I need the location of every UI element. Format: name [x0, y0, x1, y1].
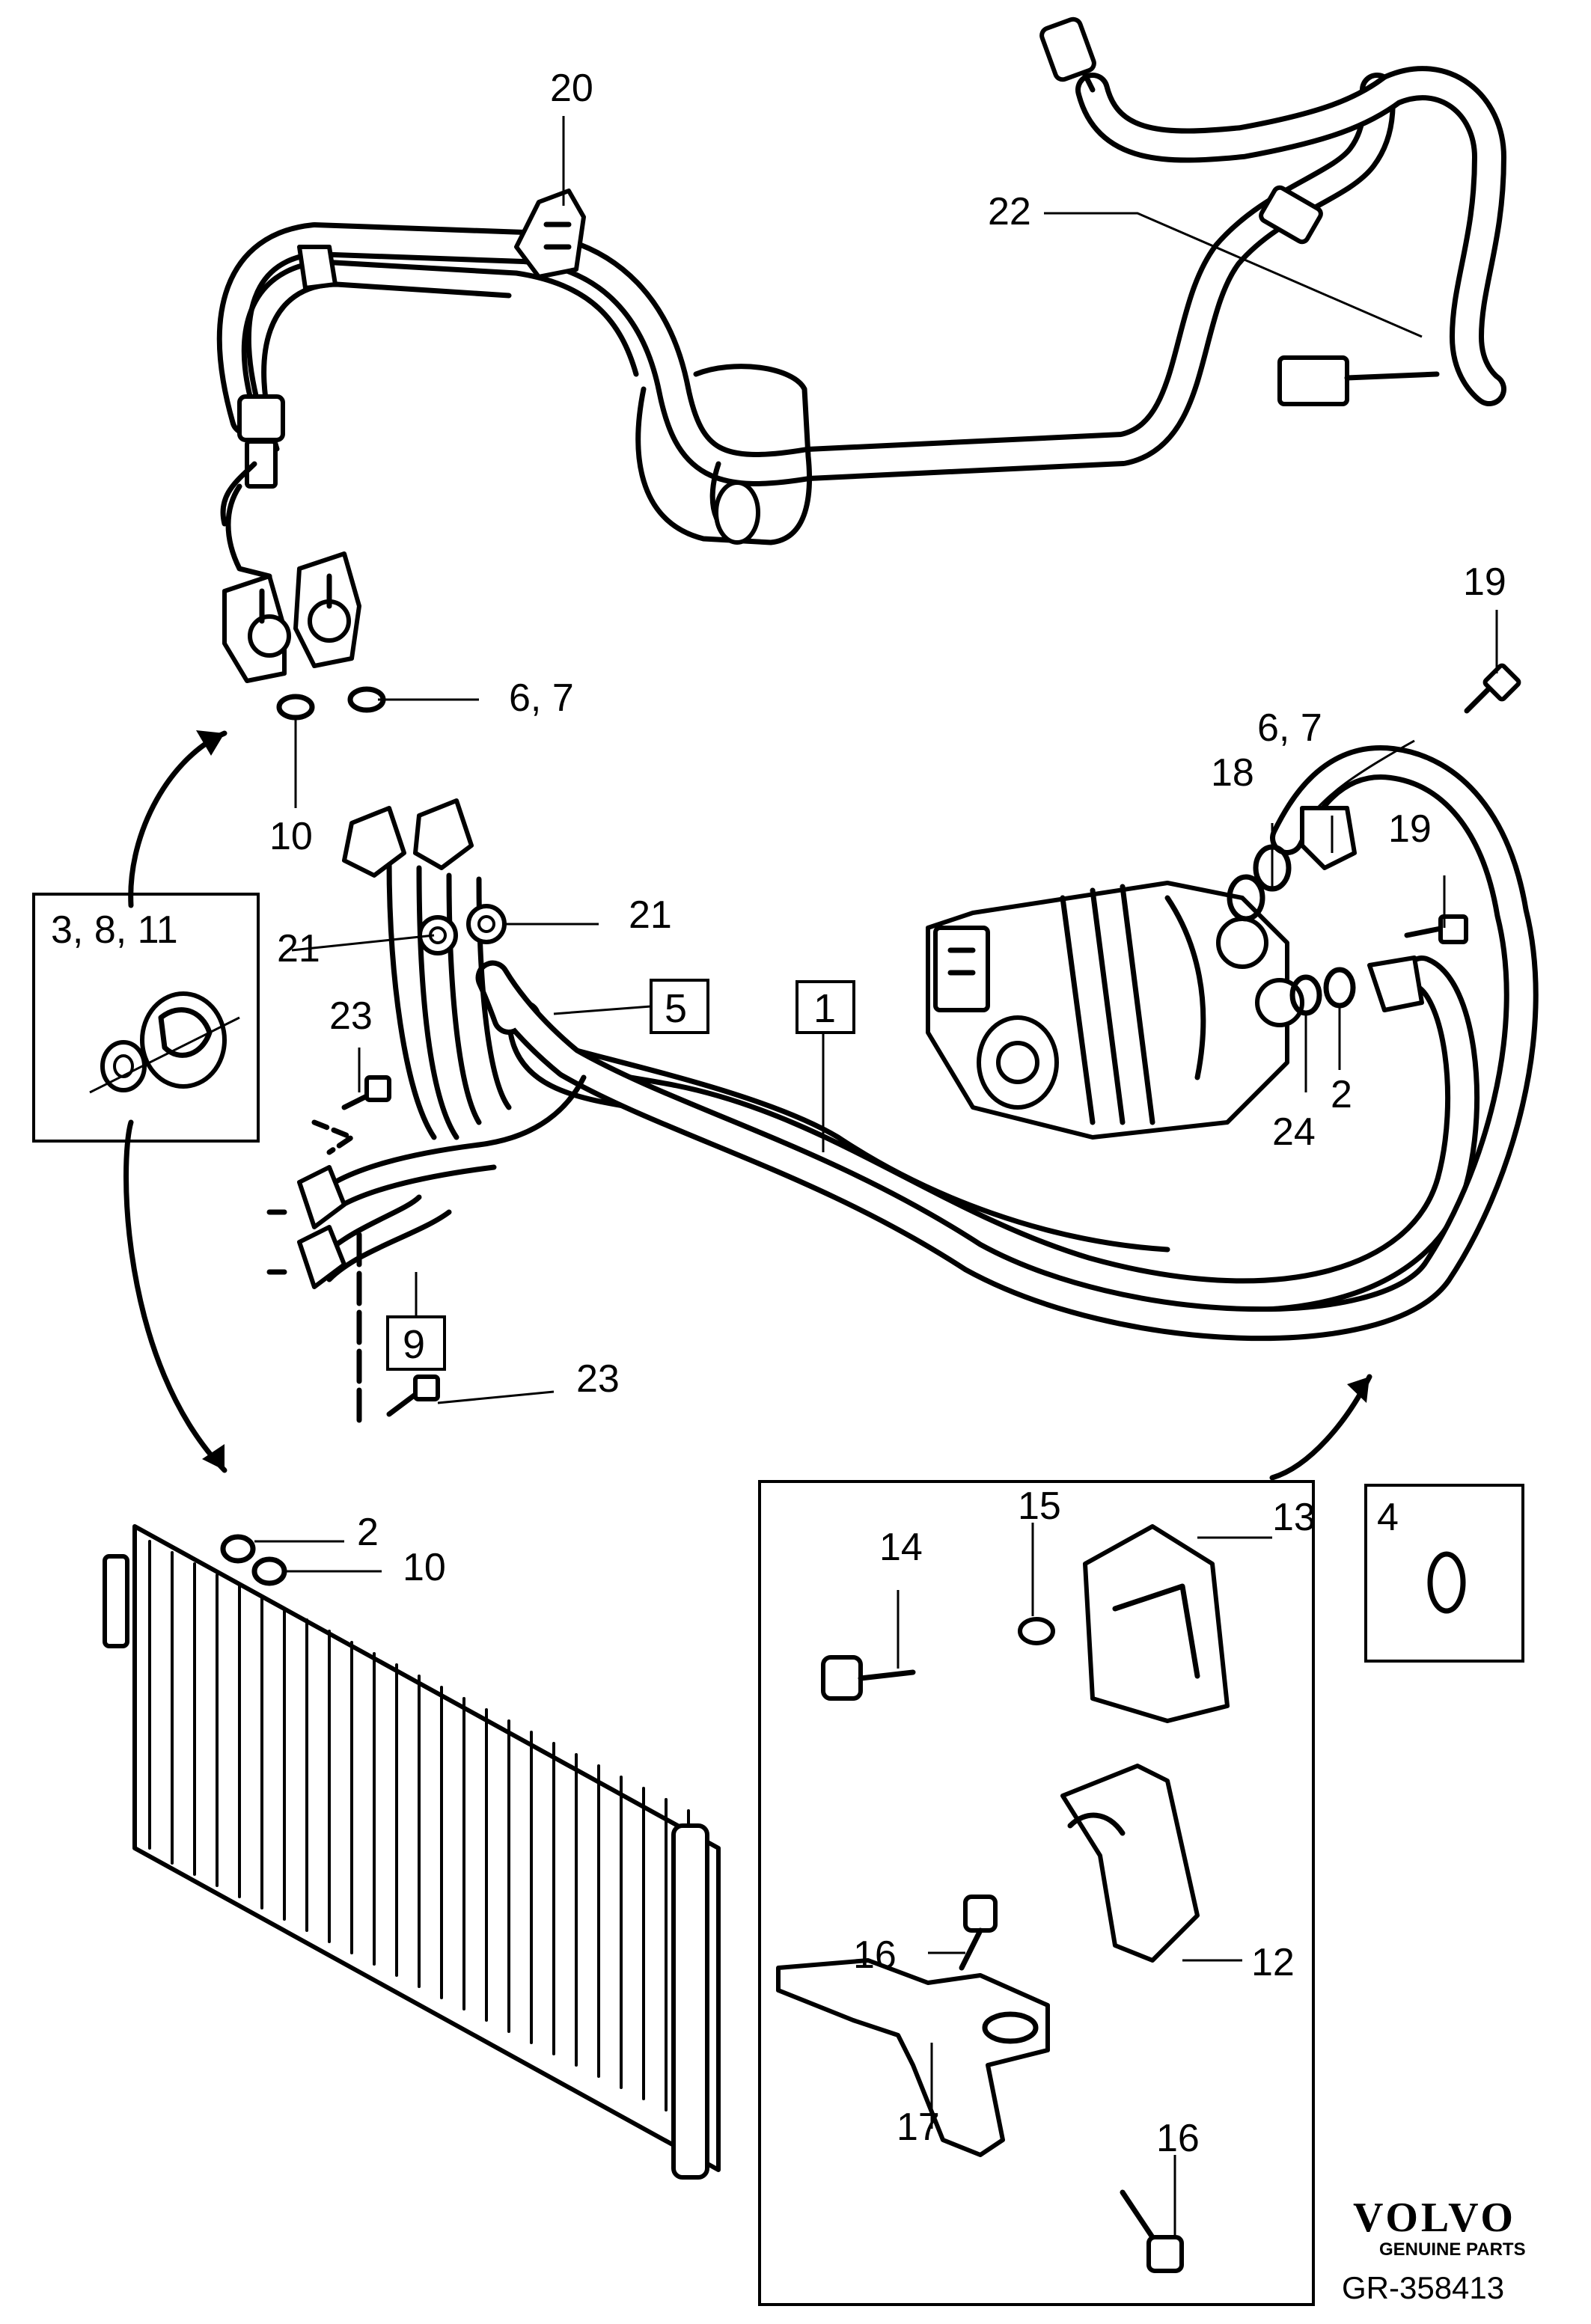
callout-12: 12: [1251, 1941, 1295, 1984]
callout-9: 9: [403, 1322, 425, 1367]
callout-5: 5: [665, 986, 687, 1031]
label-box-1: [796, 980, 855, 1034]
callout-20: 20: [550, 67, 593, 110]
callout-6-7-upper: 6, 7: [509, 676, 574, 720]
callout-23-upper: 23: [329, 994, 373, 1038]
callout-22: 22: [988, 190, 1031, 233]
callout-17: 17: [897, 2106, 940, 2149]
reference-arrows: [123, 730, 1372, 1481]
detail-box-3-8-11: [32, 893, 260, 1143]
compressor: [926, 881, 1304, 1140]
callout-21-left: 21: [277, 927, 320, 970]
leader-lines: [254, 116, 1498, 2237]
callout-16-lower: 16: [1156, 2117, 1200, 2160]
callout-2-lower: 2: [357, 1511, 379, 1554]
callout-2-right: 2: [1331, 1073, 1352, 1116]
callout-6-7-right: 6, 7: [1257, 706, 1322, 750]
callout-23-lower: 23: [576, 1357, 620, 1401]
callout-10-lower: 10: [403, 1546, 446, 1589]
callout-3-8-11: 3, 8, 11: [51, 908, 178, 952]
callout-15: 15: [1018, 1484, 1061, 1528]
bolts-23: [341, 1075, 440, 1417]
callout-13: 13: [1272, 1496, 1316, 1539]
middle-hose-assembly: [266, 745, 1539, 1425]
callout-21-right: 21: [629, 893, 672, 937]
upper-hose-assembly: [216, 16, 1506, 683]
detail-box-brackets: [758, 1480, 1315, 2306]
nuts-21: [418, 904, 507, 955]
condenser: [103, 1524, 721, 2180]
callout-19-right: 19: [1388, 807, 1432, 851]
drawing-code: GR-358413: [1342, 2270, 1504, 2305]
callout-4: 4: [1377, 1496, 1399, 1539]
callout-14: 14: [879, 1526, 923, 1569]
upper-o-rings: [276, 686, 386, 721]
genuine-parts-text: GENUINE PARTS: [1379, 2239, 1526, 2260]
callout-10-upper: 10: [269, 815, 313, 858]
volvo-logo-text: VOLVO: [1353, 2195, 1516, 2241]
callout-19-top: 19: [1463, 560, 1506, 604]
callout-24: 24: [1272, 1110, 1316, 1154]
callout-16-upper: 16: [853, 1933, 897, 1977]
detail-box-4: [1364, 1484, 1524, 1663]
callout-18: 18: [1211, 751, 1254, 795]
callout-1: 1: [813, 986, 836, 1031]
